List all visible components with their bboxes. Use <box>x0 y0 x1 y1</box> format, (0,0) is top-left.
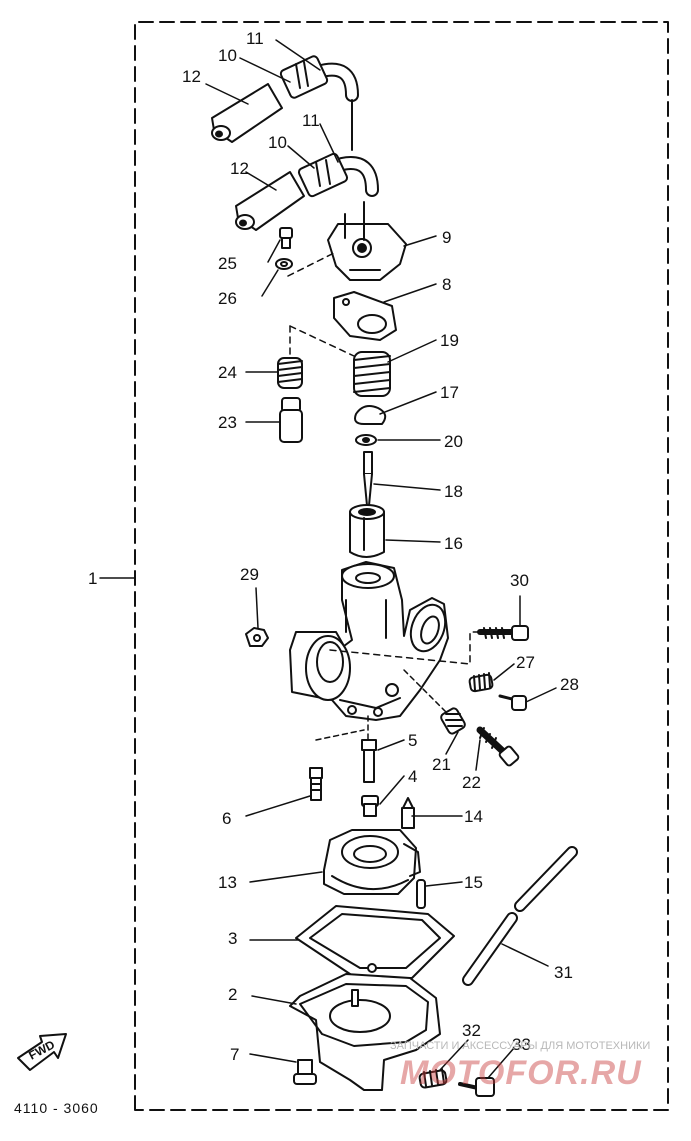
throttle-stop-screw <box>477 625 529 641</box>
callout-11-upper: 11 <box>246 29 264 48</box>
throttle-valve <box>349 504 385 558</box>
needle-clip <box>355 434 377 446</box>
drain-screw-spring <box>418 1068 448 1089</box>
callout-30: 30 <box>510 571 529 590</box>
watermark-text: ЗАПЧАСТИ И АКСЕССУАРЫ ДЛЯ МОТОТЕХНИКИ <box>390 1040 651 1052</box>
float <box>323 829 421 895</box>
needle-retainer <box>354 405 387 425</box>
hex-nut <box>245 627 269 647</box>
watermark-logo: MOTOFOR.RU <box>400 1054 642 1092</box>
cap-screw <box>279 227 293 249</box>
callout-24: 24 <box>218 363 237 382</box>
callout-9: 9 <box>442 228 452 247</box>
pilot-air-screw <box>476 726 520 767</box>
cable-elbow-lower <box>335 156 379 197</box>
adjuster-spring <box>468 672 494 693</box>
callout-14: 14 <box>464 807 483 826</box>
callout-31: 31 <box>554 963 573 982</box>
float-pin <box>416 879 426 909</box>
callout-10-upper: 10 <box>218 46 237 65</box>
cap-gasket <box>333 291 397 341</box>
callout-5: 5 <box>408 731 418 750</box>
callout-10-lower: 10 <box>268 133 287 152</box>
callout-1: 1 <box>88 569 98 588</box>
pilot-jet <box>309 767 323 801</box>
callout-12-upper: 12 <box>182 67 201 86</box>
main-jet <box>361 795 379 817</box>
cable-boot-lower <box>235 171 305 231</box>
callout-20: 20 <box>444 432 463 451</box>
mixing-chamber-cap <box>287 201 407 281</box>
callout-6: 6 <box>222 809 232 828</box>
cable-adjuster-upper <box>279 55 329 99</box>
callout-33: 33 <box>512 1035 531 1054</box>
callout-29: 29 <box>240 565 259 584</box>
cable-boot-upper <box>211 83 283 143</box>
starter-plunger <box>279 397 303 443</box>
drain-screw <box>458 1077 495 1097</box>
float-needle <box>401 797 415 829</box>
callout-22: 22 <box>462 773 481 792</box>
throttle-valve-spring <box>353 351 391 397</box>
catalog-code: 4110 - 3060 <box>14 1100 99 1116</box>
carburetor-body <box>289 561 449 721</box>
callout-4: 4 <box>408 767 418 786</box>
callout-23: 23 <box>218 413 237 432</box>
callout-17: 17 <box>440 383 459 402</box>
callout-32: 32 <box>462 1021 481 1040</box>
bowl-screw <box>293 1059 317 1085</box>
callout-7: 7 <box>230 1045 240 1064</box>
callout-18: 18 <box>444 482 463 501</box>
float-bowl <box>289 973 441 1091</box>
callout-27: 27 <box>516 653 535 672</box>
callout-13: 13 <box>218 873 237 892</box>
callout-8: 8 <box>442 275 452 294</box>
pilot-screw-spring <box>440 707 466 735</box>
overflow-tube <box>462 846 578 986</box>
callout-16: 16 <box>444 534 463 553</box>
float-chamber-gasket <box>295 905 455 979</box>
forward-arrow-icon <box>17 1033 67 1071</box>
callout-25: 25 <box>218 254 237 273</box>
cable-adjuster-lower <box>297 152 349 198</box>
lock-washer <box>275 258 293 270</box>
callout-19: 19 <box>440 331 459 350</box>
callout-21: 21 <box>432 755 451 774</box>
callout-2: 2 <box>228 985 238 1004</box>
callout-12-lower: 12 <box>230 159 249 178</box>
adjuster-screw <box>498 694 527 711</box>
callout-11-lower: 11 <box>302 111 320 130</box>
callout-3: 3 <box>228 929 238 948</box>
callout-26: 26 <box>218 289 237 308</box>
callout-28: 28 <box>560 675 579 694</box>
assembly-boundary <box>134 21 669 1111</box>
starter-plunger-spring <box>277 357 303 389</box>
callout-15: 15 <box>464 873 483 892</box>
needle-jet <box>361 739 377 783</box>
